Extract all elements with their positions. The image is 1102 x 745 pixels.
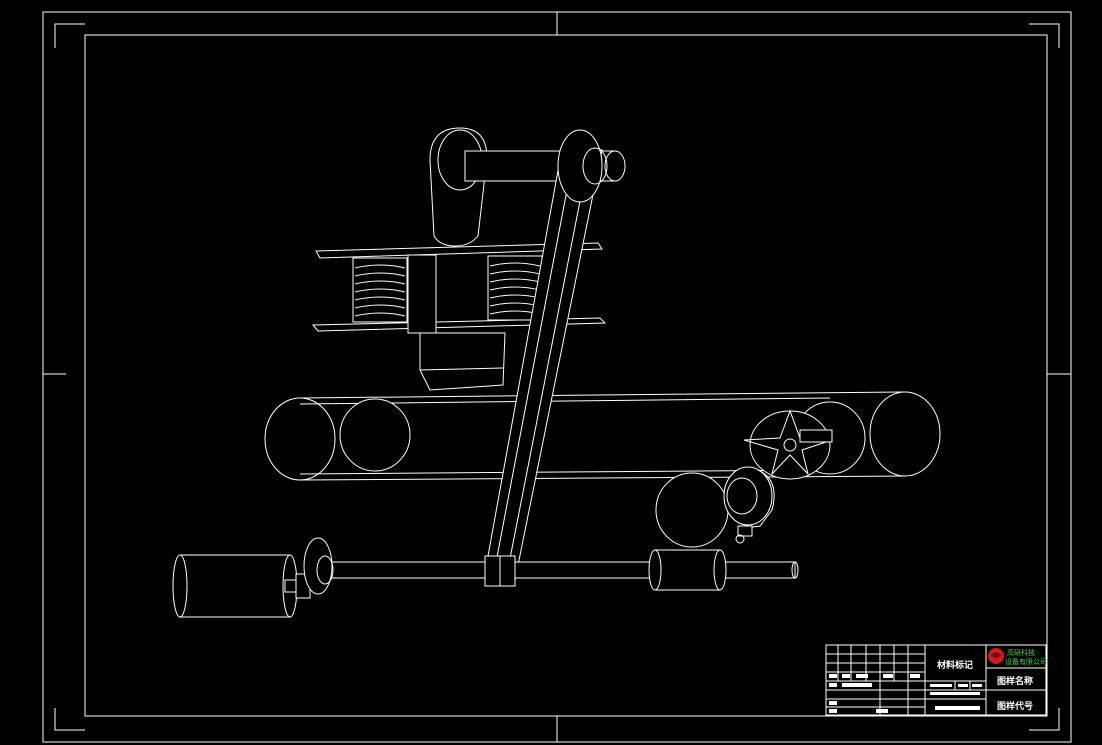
- belt-roller-right-outer: [869, 391, 941, 477]
- title-block: 材料标记 图样名称 图样代号 高研科技 设备有限公司: [825, 644, 1047, 716]
- guide-roller-large: [655, 472, 729, 548]
- spring-left: [352, 257, 408, 323]
- corner-mark-tr: [1029, 23, 1060, 48]
- motor-body: [179, 554, 291, 618]
- bearing-housing: [654, 549, 721, 591]
- title-block-frame: [825, 644, 1047, 716]
- company-name-line2: 设备有限公司: [1005, 657, 1047, 666]
- corner-mark-br: [1029, 708, 1060, 731]
- company-name-line1: 高研科技: [1007, 648, 1035, 657]
- belt-roller-left-outer: [264, 397, 336, 481]
- corner-mark-tl: [54, 23, 85, 48]
- upper-pulley: [557, 129, 603, 203]
- cutter-blade: [419, 332, 506, 391]
- star-wheel: [743, 409, 833, 480]
- conveyor-belt: [264, 391, 941, 481]
- drive-belt: [483, 129, 608, 581]
- corner-mark-bl: [54, 708, 85, 731]
- guide-roller-small: [723, 466, 773, 526]
- drawing-name-label: 图样名称: [997, 675, 1033, 687]
- revision-grid: [826, 645, 926, 715]
- company-logo-icon: [988, 648, 1004, 664]
- outer-border: [42, 11, 1072, 743]
- drawing-code-label: 图样代号: [997, 700, 1033, 712]
- belt-roller-left-inner: [339, 398, 411, 472]
- guide-rollers: [655, 466, 775, 548]
- lower-drive-shaft: [172, 537, 799, 618]
- inner-border: [84, 34, 1048, 717]
- material-label: 材料标记: [936, 659, 973, 671]
- sheet-frame: [42, 11, 1072, 743]
- cam-lever: [429, 127, 488, 247]
- lower-pulley-left: [303, 537, 333, 595]
